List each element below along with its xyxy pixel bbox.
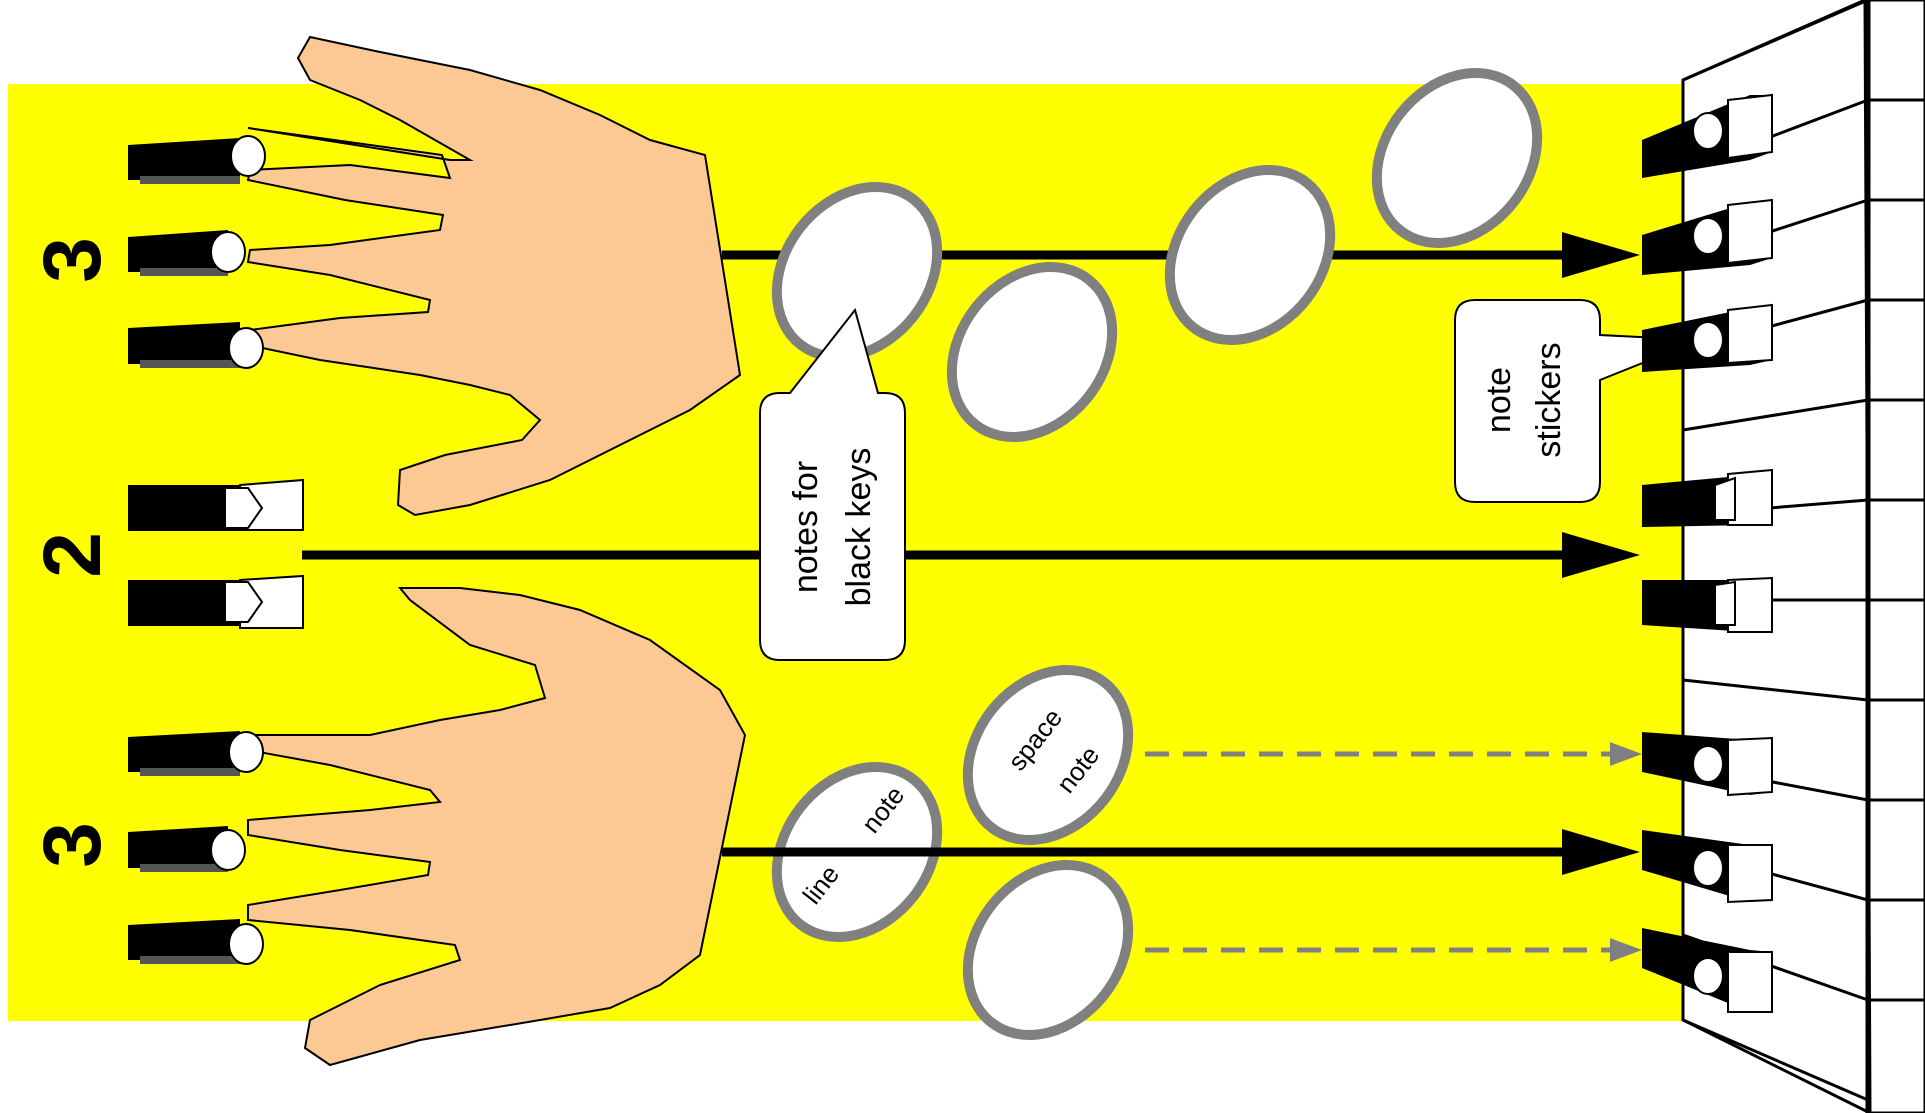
callout-black-keys-text-2: black keys [840,448,878,607]
keyboard-black-key-2 [1642,198,1773,275]
keyboard-black-key-6 [1642,732,1773,797]
fingertips [210,135,266,965]
group-label-middle: 2 [27,532,118,578]
note-oval-3 [1164,165,1336,345]
left-key-group-middle [128,478,304,629]
note-oval-space [962,665,1134,845]
left-key-1 [128,138,240,184]
callout-stickers-text-1: note [1480,367,1518,433]
dashed-arrow-upper [1145,742,1642,766]
keyboard-black-key-4 [1642,468,1773,527]
callout-note-stickers: note stickers [1454,299,1701,503]
keyboard-black-key-3 [1642,303,1773,372]
keyboard-side [1863,0,1925,1113]
keyboard-black-key-5 [1642,576,1773,633]
left-key-8 [128,919,240,964]
group-label-bottom: 3 [27,822,118,868]
lower-hand [247,587,747,1067]
note-oval-4 [1371,68,1543,248]
dashed-arrow-lower [1145,938,1642,962]
left-key-2 [128,230,228,276]
keyboard-black-key-8 [1642,928,1773,1013]
left-key-5 [128,574,304,629]
left-key-7 [128,826,228,872]
keyboard-black-key-7 [1642,830,1773,904]
solid-arrow-middle [302,532,1640,578]
upper-hand [246,35,742,517]
left-key-group-top [128,138,240,368]
left-key-6 [128,731,240,776]
keyboard-black-key-1 [1642,93,1773,178]
note-oval-2 [946,262,1118,442]
left-key-4 [128,478,304,531]
group-label-top: 3 [27,237,118,283]
left-key-3 [128,322,240,368]
callout-black-keys-text-1: notes for [787,461,825,593]
keyboard [1642,0,1925,1113]
left-key-group-bottom [128,731,240,964]
note-oval-1 [771,182,943,362]
note-oval-bottom [962,860,1134,1040]
callout-black-keys: notes for black keys [759,307,906,661]
callout-stickers-text-2: stickers [1530,342,1568,457]
